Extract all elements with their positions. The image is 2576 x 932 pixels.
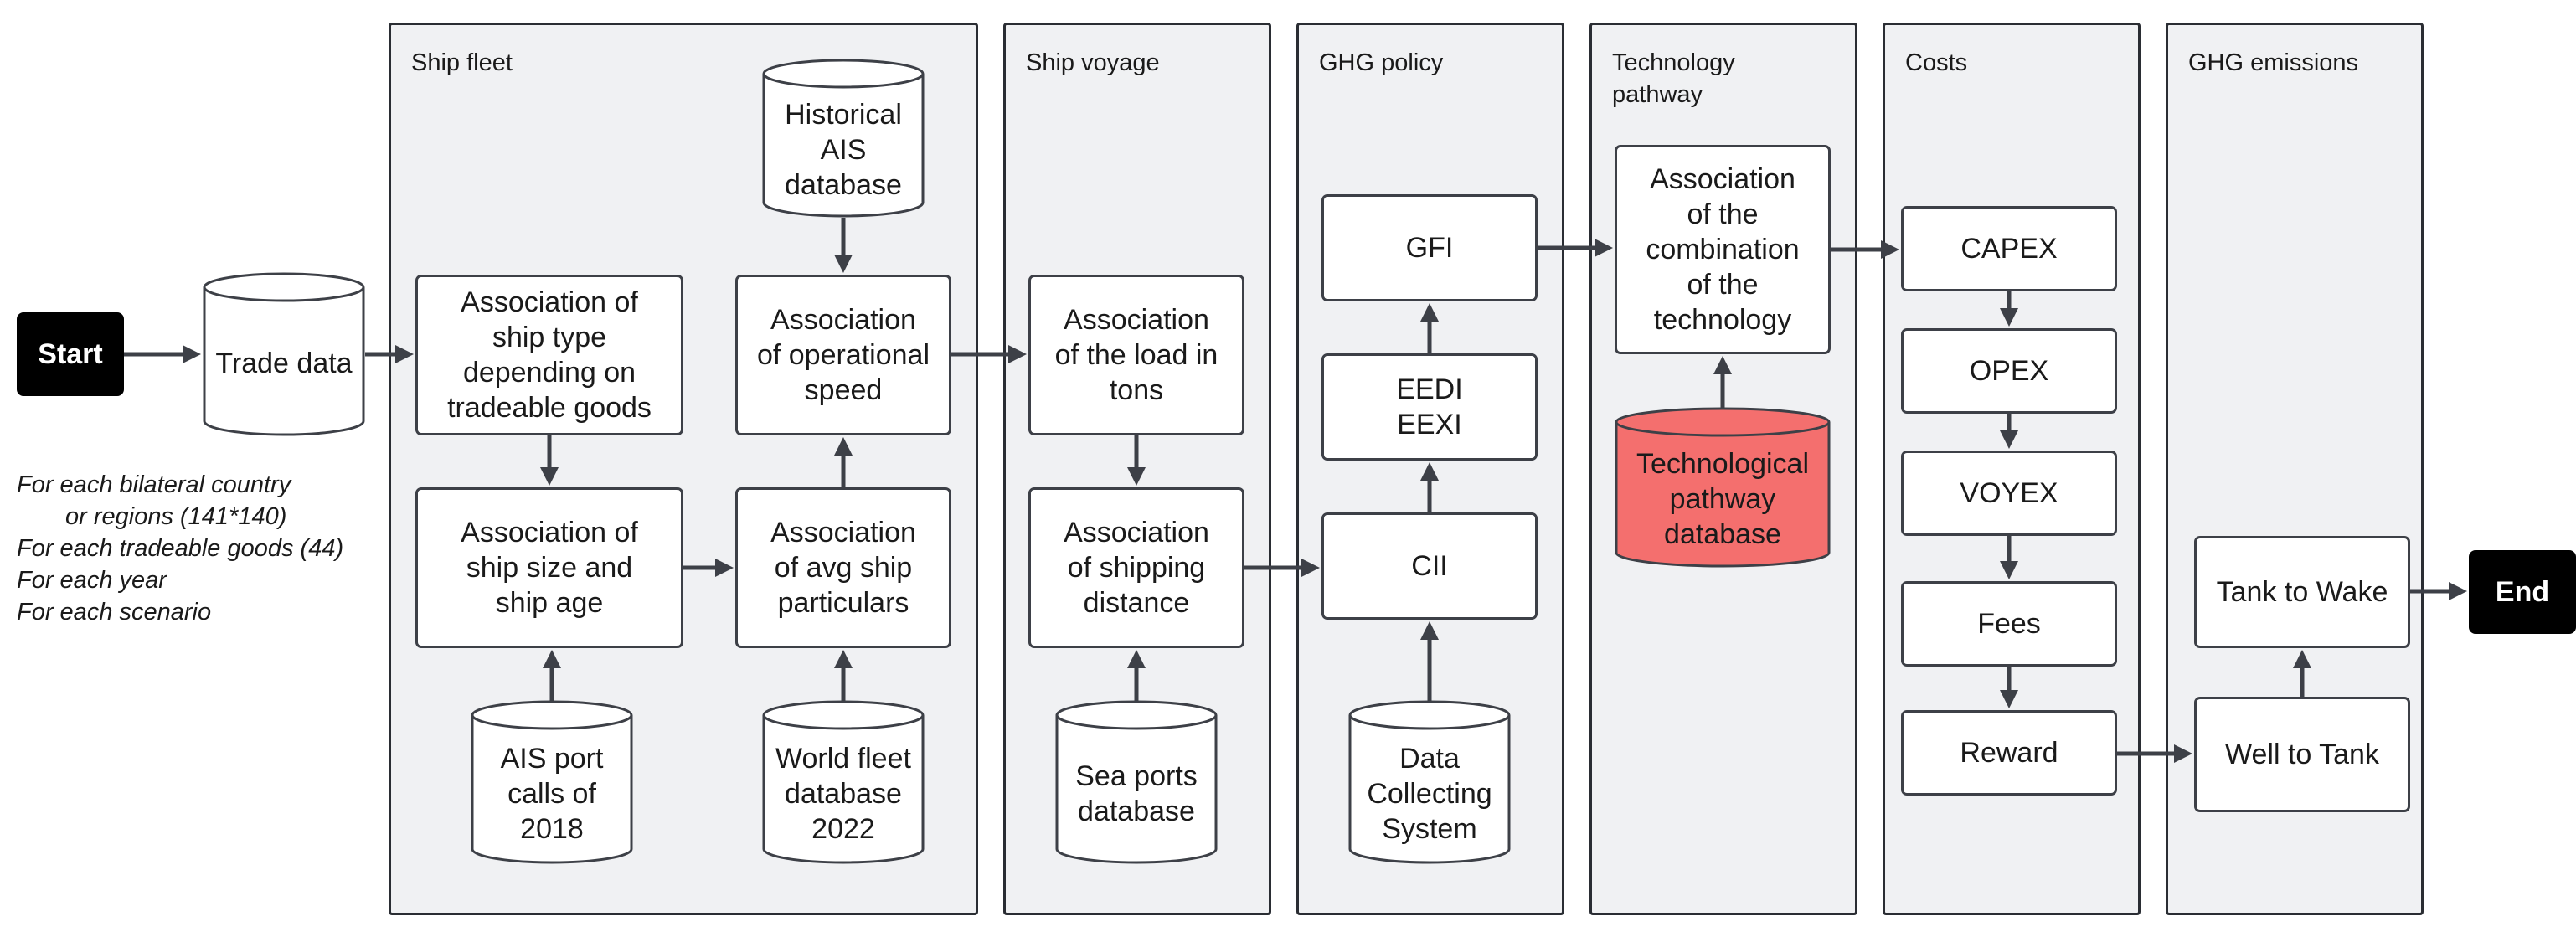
- avg-particulars-box: Association of avg ship particulars: [735, 487, 951, 648]
- historical-ais-label: Historical AIS database: [785, 99, 902, 201]
- tank-to-wake-box: Tank to Wake: [2194, 536, 2410, 648]
- cylinder-shape: [471, 700, 633, 864]
- iteration-note: For each bilateral country or regions (1…: [17, 469, 343, 628]
- end-terminal: End: [2469, 550, 2576, 634]
- tech-pathway-database: Technological pathway database: [1615, 407, 1831, 568]
- dcs-database: Data Collecting System: [1348, 700, 1511, 864]
- sea-ports-label: Sea ports database: [1075, 760, 1198, 827]
- arrowhead-gfi-to-tech: [1595, 239, 1613, 257]
- lane-title-costs: Costs: [1905, 49, 1968, 76]
- lane-title-ghg-emissions: GHG emissions: [2188, 49, 2359, 76]
- arrowhead-seaports-to-distance: [1127, 650, 1146, 668]
- ship-type-box: Association of ship type depending on tr…: [415, 275, 683, 435]
- arrowhead-portcalls-to-sizeage: [543, 650, 561, 668]
- gfi-box: GFI: [1321, 194, 1538, 301]
- note-line: For each bilateral country: [17, 471, 291, 498]
- cylinder-shape: [1055, 700, 1218, 864]
- arrowhead-reward-to-welltotank: [2174, 744, 2192, 763]
- arrowhead-trade-to-shiptype: [395, 345, 414, 363]
- arrowhead-capex-to-opex: [2000, 308, 2018, 327]
- note-line: For each scenario: [17, 599, 212, 626]
- start-terminal: Start: [17, 312, 124, 396]
- arrowhead-tech-to-capex: [1881, 240, 1899, 259]
- sea-ports-database: Sea ports database: [1055, 700, 1218, 864]
- arrowhead-tanktowake-to-end: [2449, 582, 2467, 600]
- note-line: For each tradeable goods (44): [17, 535, 344, 562]
- arrowhead-historical-to-speed: [834, 255, 853, 273]
- world-fleet-database: World fleet database 2022: [762, 700, 925, 864]
- arrowhead-cii-to-eedi: [1420, 462, 1439, 481]
- load-tons-box: Association of the load in tons: [1028, 275, 1244, 435]
- ais-port-calls-label: AIS port calls of 2018: [500, 743, 604, 845]
- fees-box: Fees: [1901, 581, 2117, 667]
- arrowhead-particulars-to-speed: [834, 437, 853, 456]
- trade-data-label: Trade data: [215, 348, 353, 379]
- well-to-tank-box: Well to Tank: [2194, 697, 2410, 812]
- reward-box: Reward: [1901, 710, 2117, 796]
- lane-title-ghg-policy: GHG policy: [1319, 49, 1444, 76]
- arrowhead-fees-to-reward: [2000, 690, 2018, 708]
- ais-port-calls-database: AIS port calls of 2018: [471, 700, 633, 864]
- tech-combination-box: Association of the combination of the te…: [1615, 145, 1831, 354]
- world-fleet-label: World fleet database 2022: [775, 743, 911, 845]
- cylinder-shape: [1348, 700, 1511, 864]
- note-line: or regions (141*140): [65, 503, 287, 530]
- cylinder-shape: [762, 59, 925, 218]
- trade-data-database: Trade data: [203, 272, 365, 436]
- arrowhead-eedi-to-gfi: [1420, 303, 1439, 322]
- arrowhead-opex-to-voyex: [2000, 430, 2018, 449]
- arrowhead-distance-to-cii: [1301, 559, 1320, 577]
- arrowhead-dcs-to-cii: [1420, 621, 1439, 640]
- historical-ais-database: Historical AIS database: [762, 59, 925, 218]
- lane-title-ship-fleet: Ship fleet: [411, 49, 513, 76]
- arrowhead-speed-to-load: [1008, 345, 1027, 363]
- operational-speed-box: Association of operational speed: [735, 275, 951, 435]
- note-line: For each year: [17, 567, 167, 594]
- ship-size-age-box: Association of ship size and ship age: [415, 487, 683, 648]
- lane-title-technology-pathway: Technology pathway: [1612, 49, 1735, 108]
- cii-box: CII: [1321, 512, 1538, 620]
- arrowhead-start-to-trade: [183, 345, 201, 363]
- dcs-label: Data Collecting System: [1367, 743, 1492, 845]
- arrowhead-worldfleet-to-particulars: [834, 650, 853, 668]
- arrowhead-shiptype-to-sizeage: [540, 467, 559, 486]
- voyex-box: VOYEX: [1901, 451, 2117, 536]
- arrowhead-voyex-to-fees: [2000, 561, 2018, 579]
- arrowhead-load-to-distance: [1127, 467, 1146, 486]
- capex-box: CAPEX: [1901, 206, 2117, 291]
- lane-title-ship-voyage: Ship voyage: [1026, 49, 1160, 76]
- arrowhead-sizeage-to-particulars: [715, 559, 734, 577]
- eedi-eexi-box: EEDI EEXI: [1321, 353, 1538, 461]
- arrowhead-welltotank-to-tanktowake: [2293, 650, 2311, 668]
- arrowhead-techdb-to-tech: [1713, 356, 1732, 374]
- cylinder-shape: [203, 272, 365, 436]
- cylinder-shape: [762, 700, 925, 864]
- cylinder-shape: [1615, 407, 1831, 568]
- shipping-distance-box: Association of shipping distance: [1028, 487, 1244, 648]
- tech-pathway-label: Technological pathway database: [1636, 448, 1810, 550]
- opex-box: OPEX: [1901, 328, 2117, 414]
